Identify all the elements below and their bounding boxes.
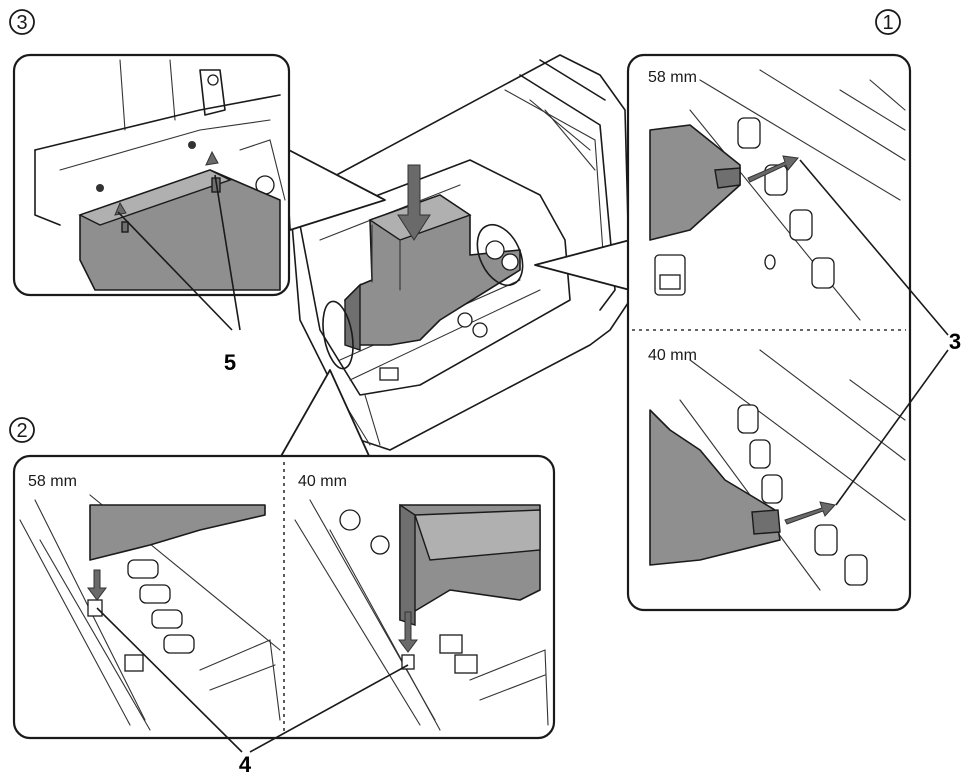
label-58mm-panel2: 58 mm <box>28 473 77 490</box>
printer-main-view <box>289 54 631 451</box>
panel-step-2 <box>12 369 556 753</box>
step-3-number: 3 <box>16 12 27 34</box>
step-3-marker: 3 <box>9 9 35 35</box>
view-58mm-top <box>649 69 906 321</box>
step-2-marker: 2 <box>9 417 35 443</box>
callout-5: 5 <box>224 350 236 375</box>
step-1-marker: 1 <box>875 9 901 35</box>
callout-4: 4 <box>239 752 252 777</box>
view-40mm-right <box>294 499 549 731</box>
callout-3: 3 <box>949 329 961 354</box>
panel-step-3 <box>12 53 386 331</box>
inner-rollers <box>379 240 519 381</box>
label-40mm-panel1: 40 mm <box>648 347 697 364</box>
panel-step-1 <box>534 53 912 612</box>
view-58mm-left <box>19 494 281 731</box>
step-1-number: 1 <box>882 12 893 34</box>
view-40mm-bottom <box>649 349 906 591</box>
label-58mm-panel1: 58 mm <box>648 69 697 86</box>
label-40mm-panel2: 40 mm <box>298 473 347 490</box>
step-2-number: 2 <box>16 420 27 442</box>
